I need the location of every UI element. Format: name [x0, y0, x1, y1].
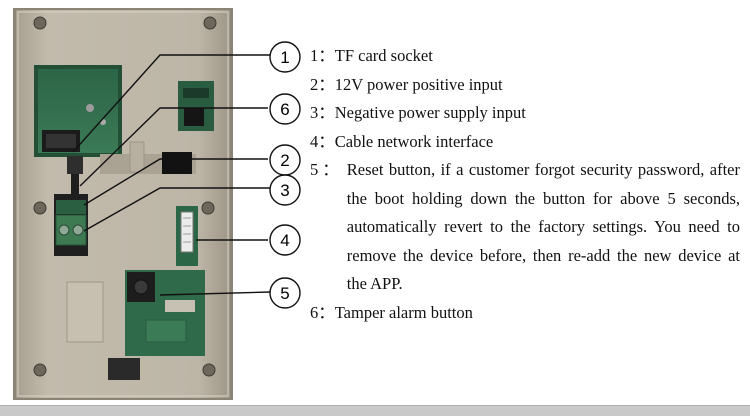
screw-icon	[201, 201, 215, 215]
legend-text: TF card socket	[334, 46, 433, 65]
callout-number-6: 6	[280, 100, 289, 119]
callout-number-1: 1	[280, 48, 289, 67]
legend-number: 2	[310, 74, 319, 94]
callout-number-4: 4	[280, 231, 289, 250]
legend-text: Reset button, if a customer forgot secur…	[346, 160, 740, 293]
legend-number: 6	[310, 302, 319, 322]
legend-number: 4	[310, 131, 319, 151]
panel-slot	[108, 358, 140, 380]
callout-marker-3: 3	[269, 174, 301, 206]
screw-icon	[33, 16, 47, 30]
screw-icons	[33, 16, 217, 377]
callout-number-3: 3	[280, 181, 289, 200]
legend-text: Cable network interface	[334, 131, 494, 151]
network-interface	[176, 206, 198, 266]
callout-number-5: 5	[280, 284, 289, 303]
power-terminal	[54, 194, 88, 256]
callout-line-6	[79, 107, 268, 187]
screw-icon	[33, 201, 47, 215]
legend: 1：TF card socket 2：12V power positive in…	[310, 42, 740, 327]
callout-marker-4: 4	[269, 224, 301, 256]
screw-icon	[33, 363, 47, 377]
callout-marker-6: 6	[269, 93, 301, 125]
legend-separator: ：	[318, 131, 335, 151]
callout-lines	[72, 54, 271, 296]
callout-marker-2: 2	[269, 144, 301, 176]
legend-separator: ：	[322, 160, 339, 179]
legend-text: Negative power supply input	[334, 103, 526, 122]
reset-button-icon	[133, 279, 149, 295]
reset-board	[125, 270, 205, 356]
callout-line-1	[72, 54, 270, 153]
legend-number: 5	[310, 160, 319, 179]
callout-line-5	[159, 291, 271, 296]
wifi-module	[178, 81, 214, 131]
legend-item-6: 6：Tamper alarm button	[310, 299, 740, 328]
legend-item-4: 4：Cable network interface	[310, 128, 740, 157]
legend-text: 12V power positive input	[334, 74, 503, 94]
callout-marker-5: 5	[269, 277, 301, 309]
legend-text: Tamper alarm button	[334, 302, 473, 322]
legend-separator: ：	[318, 103, 335, 122]
legend-separator: ：	[318, 74, 335, 94]
bottom-border	[0, 405, 750, 416]
legend-number: 1	[310, 46, 319, 65]
panel-slot	[66, 281, 104, 343]
legend-item-2: 2：12V power positive input	[310, 71, 740, 100]
tf-card-board	[34, 65, 122, 157]
legend-item-1: 1：TF card socket	[310, 42, 740, 71]
screw-icon	[202, 363, 216, 377]
tamper-switch	[67, 156, 83, 196]
callout-line-2	[83, 158, 268, 206]
callout-circles: 1 6 2 3 4 5	[269, 41, 301, 309]
screw-icon	[203, 16, 217, 30]
legend-separator: ：	[318, 302, 335, 322]
callout-number-2: 2	[280, 151, 289, 170]
legend-separator: ：	[318, 46, 335, 65]
callout-marker-1: 1	[269, 41, 301, 73]
callout-line-3	[83, 187, 270, 232]
legend-item-3: 3：Negative power supply input	[310, 99, 740, 128]
legend-number: 3	[310, 103, 319, 122]
legend-item-5: 5： Reset button, if a customer forgot sec…	[310, 156, 740, 299]
